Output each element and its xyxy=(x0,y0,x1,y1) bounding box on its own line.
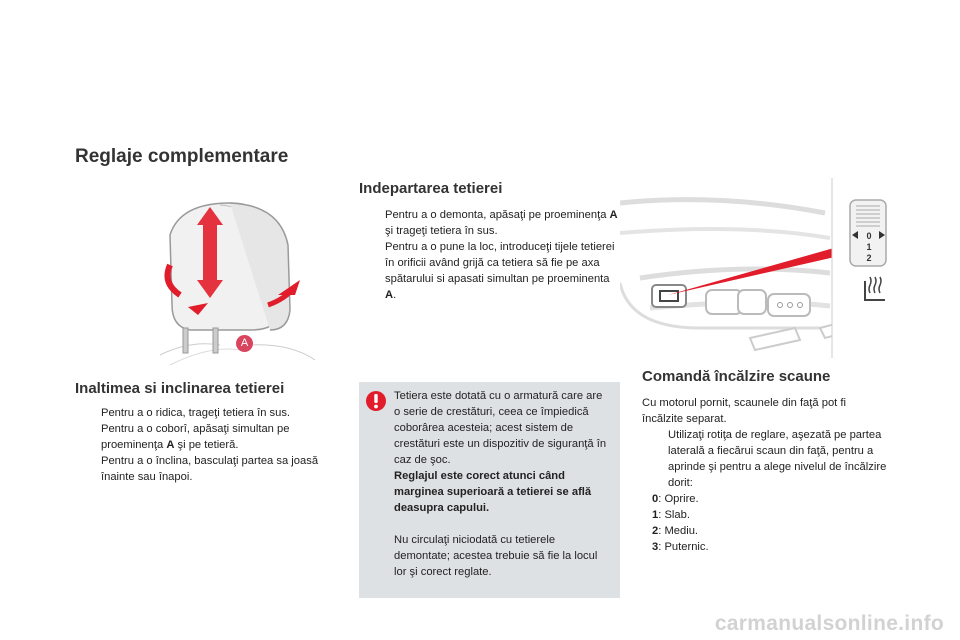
section-remove-heading: Indepartarea tetierei xyxy=(359,180,503,197)
dial-label-2: 2 xyxy=(866,253,871,263)
section-height: Inaltimea si inclinarea tetierei Pentru … xyxy=(75,380,325,485)
page-title: Reglaje complementare xyxy=(75,146,289,167)
headrest-illustration xyxy=(159,202,316,366)
dial-label-1: 1 xyxy=(866,242,871,252)
list-item: Utilizaţi rotiţa de reglare, aşezată pe … xyxy=(668,429,887,489)
list-item: Pentru a o înclina, basculaţi partea sa … xyxy=(101,455,319,483)
list-item: Pentru a o pune la loc, introduceţi tije… xyxy=(385,241,615,301)
heating-intro: Cu motorul pornit, scaunele din faţă pot… xyxy=(642,397,846,425)
dial-label-0: 0 xyxy=(866,231,871,241)
warning-box: Tetiera este dotată cu o armatură care a… xyxy=(359,382,620,598)
seat-heat-icon xyxy=(864,276,885,301)
watermark: carmanualsonline.info xyxy=(714,612,944,635)
headrest-label: A xyxy=(240,337,249,349)
warning-outro: Nu circulaţi niciodată cu tetierele demo… xyxy=(394,534,598,578)
level-item: 0: Oprire. xyxy=(652,493,699,505)
level-item: 1: Slab. xyxy=(652,509,690,521)
level-item: 2: Mediu. xyxy=(652,525,699,537)
section-heating: Comandă încălzire scaune Cu motorul porn… xyxy=(642,368,907,555)
heating-dial-illustration: 0 1 2 xyxy=(620,178,905,358)
section-heating-heading: Comandă încălzire scaune xyxy=(642,368,831,385)
warning-icon xyxy=(366,391,386,411)
section-height-heading: Inaltimea si inclinarea tetierei xyxy=(75,380,285,397)
section-remove: Indepartarea tetierei Pentru a o demonta… xyxy=(359,180,619,303)
headrest-label-circle: A xyxy=(236,335,253,352)
warning-bold: Reglajul este corect atunci când margine… xyxy=(394,470,592,514)
level-item: 3: Puternic. xyxy=(652,541,709,553)
list-item: Pentru a o ridica, trageţi tetiera în su… xyxy=(101,407,291,419)
list-item: Pentru a o coborî, apăsaţi simultan pe p… xyxy=(101,423,290,451)
warning-intro: Tetiera este dotată cu o armatură care a… xyxy=(394,390,607,466)
list-item: Pentru a o demonta, apăsaţi pe proeminen… xyxy=(385,209,618,237)
